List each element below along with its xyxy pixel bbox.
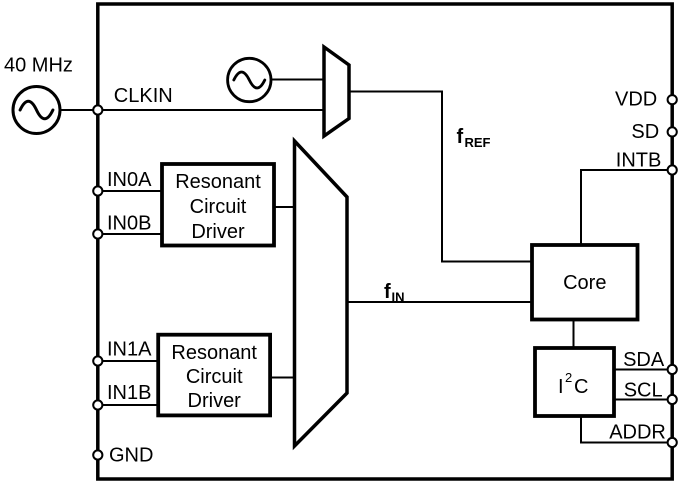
svg-text:I: I [558, 376, 564, 398]
svg-text:Core: Core [563, 272, 606, 294]
svg-text:REF: REF [465, 135, 491, 150]
svg-text:INTB: INTB [616, 149, 662, 171]
svg-text:ADDR: ADDR [609, 421, 666, 443]
svg-text:VDD: VDD [615, 89, 657, 111]
svg-text:Circuit: Circuit [186, 366, 243, 388]
svg-text:IN: IN [392, 290, 405, 305]
svg-text:Resonant: Resonant [171, 342, 257, 364]
svg-text:SDA: SDA [623, 349, 665, 371]
svg-text:IN0B: IN0B [107, 213, 151, 235]
svg-text:Circuit: Circuit [190, 196, 247, 218]
svg-text:2: 2 [565, 370, 572, 385]
svg-text:IN1A: IN1A [107, 339, 152, 361]
svg-text:IN1B: IN1B [107, 382, 151, 404]
svg-text:Resonant: Resonant [175, 171, 261, 193]
svg-text:40 MHz: 40 MHz [4, 55, 73, 77]
svg-text:SCL: SCL [624, 379, 663, 401]
svg-text:f: f [384, 281, 391, 303]
svg-text:IN0A: IN0A [107, 169, 152, 191]
svg-text:Driver: Driver [191, 221, 245, 243]
svg-text:SD: SD [631, 121, 659, 143]
svg-text:GND: GND [109, 445, 153, 467]
svg-text:CLKIN: CLKIN [114, 85, 173, 107]
svg-text:C: C [574, 376, 588, 398]
svg-text:Driver: Driver [188, 390, 242, 412]
svg-text:f: f [457, 126, 464, 148]
